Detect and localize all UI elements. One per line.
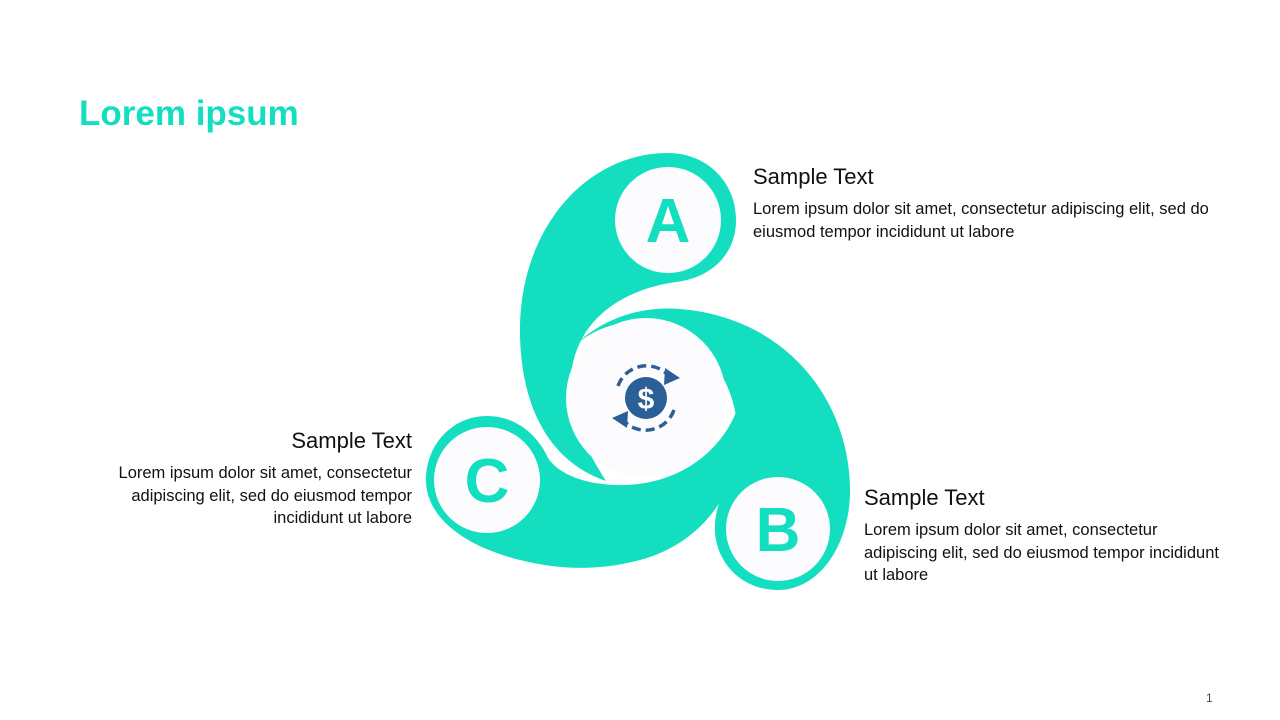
text-block-c: Sample Text Lorem ipsum dolor sit amet, … <box>72 428 412 529</box>
slide-title: Lorem ipsum <box>79 94 299 133</box>
head-circle-a <box>615 167 721 273</box>
page-number: 1 <box>1206 691 1213 705</box>
text-block-a: Sample Text Lorem ipsum dolor sit amet, … <box>753 164 1223 243</box>
letter-b: B <box>756 496 801 565</box>
heading-a: Sample Text <box>753 164 874 189</box>
body-c: Lorem ipsum dolor sit amet, consectetur … <box>118 464 412 527</box>
heading-c: Sample Text <box>291 428 412 453</box>
dollar-cycle-icon: $ <box>612 364 680 432</box>
body-a: Lorem ipsum dolor sit amet, consectetur … <box>753 200 1209 241</box>
letter-c: C <box>465 447 510 516</box>
head-circle-b <box>726 477 830 581</box>
svg-text:$: $ <box>638 383 655 416</box>
text-block-b: Sample Text Lorem ipsum dolor sit amet, … <box>864 485 1234 586</box>
head-circle-c <box>434 427 540 533</box>
body-b: Lorem ipsum dolor sit amet, consectetur … <box>864 521 1219 584</box>
letter-a: A <box>646 187 691 256</box>
heading-b: Sample Text <box>864 485 985 510</box>
